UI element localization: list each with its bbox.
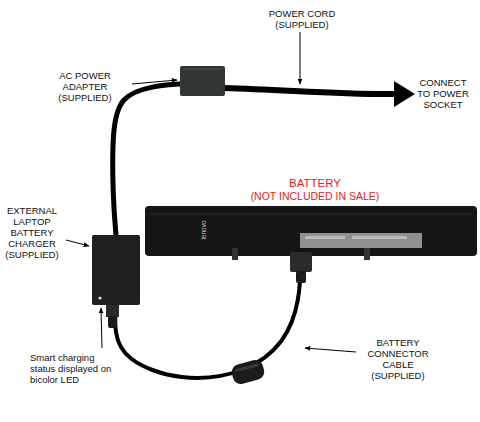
connector-strain-relief <box>296 271 306 283</box>
ferrite-bead <box>230 358 266 386</box>
callout-text: EXTERNAL LAPTOP BATTERY CHARGER (SUPPLIE… <box>2 205 62 260</box>
leader-arrow <box>305 348 356 352</box>
bicolor-led <box>98 296 101 299</box>
callout-text: BATTERY CONNECTOR CABLE (SUPPLIED) <box>366 337 430 381</box>
battery-heading: BATTERY <box>235 177 395 190</box>
barcode-mark <box>352 236 407 239</box>
battery-note: (NOT INCLUDED IN SALE) <box>235 190 395 202</box>
battery-clip <box>232 248 238 260</box>
ferrite-highlight <box>235 363 259 372</box>
battery-clip <box>364 248 370 260</box>
leader-arrow <box>132 80 177 84</box>
barcode-mark <box>305 236 345 239</box>
led-note: Smart charging status displayed on bicol… <box>30 352 116 385</box>
callout-text: CONNECT TO POWER SOCKET <box>414 77 472 110</box>
power-cord <box>225 88 398 94</box>
leader-arrow <box>101 308 102 348</box>
socket-arrowhead <box>394 81 415 107</box>
callout-text: POWER CORD (SUPPLIED) <box>262 8 342 30</box>
callout-text: AC POWER ADAPTER (SUPPLIED) <box>53 70 117 103</box>
battery-label-strip <box>300 233 422 248</box>
plug-strain-relief <box>108 316 117 328</box>
leader-arrow <box>300 32 301 84</box>
battery-connector <box>290 252 312 272</box>
adapter-edge-highlight <box>183 69 222 70</box>
power-adapter: AC POWER ADAPTER (SUPPLIED) <box>180 66 225 96</box>
brand-mark: lenovo <box>200 215 208 245</box>
battery-charger: EXTERNAL LAPTOP BATTERY CHARGER (SUPPLIE… <box>92 235 140 305</box>
leader-arrow <box>66 240 89 246</box>
laptop-battery: BATTERY(NOT INCLUDED IN SALE)lenovo <box>145 206 477 256</box>
battery-connector-cable <box>115 256 301 378</box>
charger-plug <box>106 305 119 317</box>
battery-rib <box>150 214 472 215</box>
